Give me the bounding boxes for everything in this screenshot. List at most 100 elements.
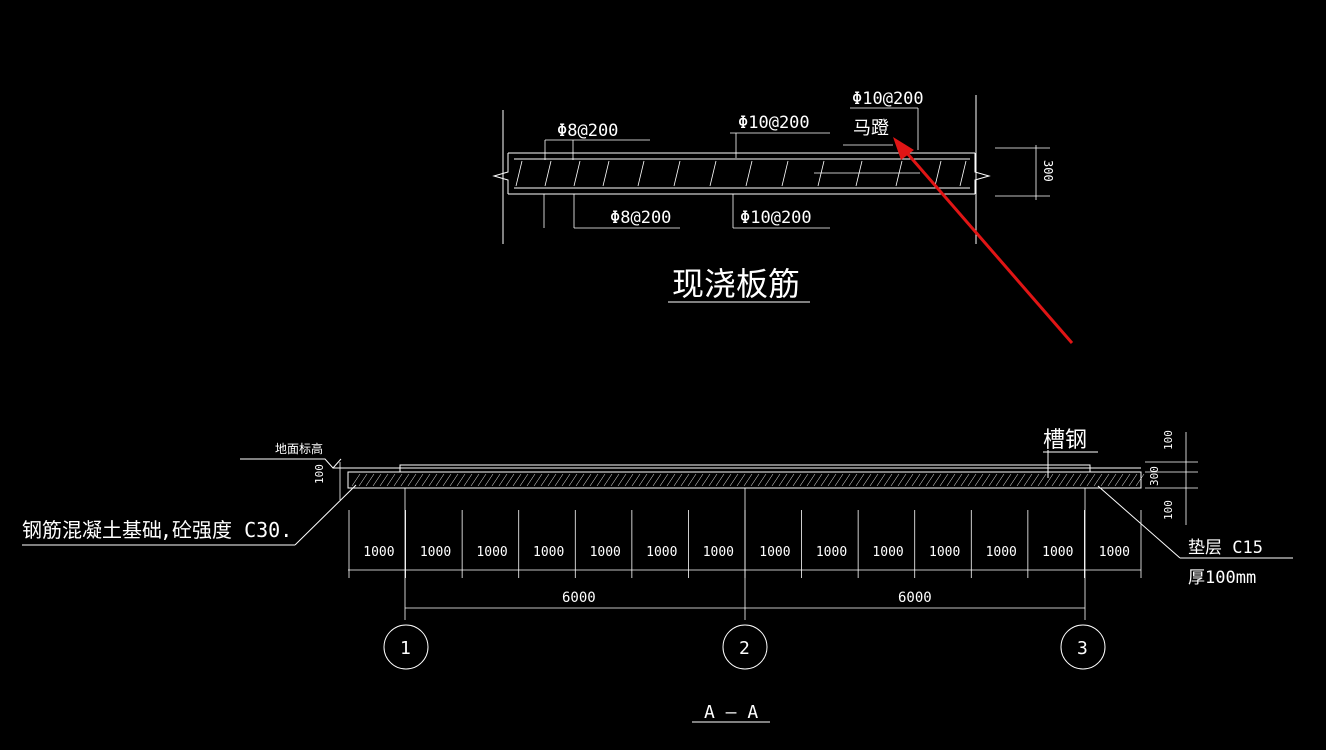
- hatch-stroke: [1135, 473, 1145, 487]
- rebar-label-top-mid: Φ10@200: [738, 113, 810, 133]
- hatch-stroke: [1107, 473, 1117, 487]
- hatch-stroke: [386, 473, 396, 487]
- hatch-stroke: [897, 473, 907, 487]
- hatch-stroke: [911, 473, 921, 487]
- hatch-stroke: [841, 473, 851, 487]
- hatch-stroke: [610, 473, 620, 487]
- hatch-stroke: [477, 473, 487, 487]
- chair-tick: [895, 160, 903, 187]
- axis-label-1: 1: [400, 638, 411, 659]
- hatch-stroke: [652, 473, 662, 487]
- ground-elevation-label: 地面标高: [275, 441, 323, 456]
- spacing-label: 1000: [1099, 545, 1130, 560]
- hatch-stroke: [855, 473, 865, 487]
- spacing-label: 1000: [533, 545, 564, 560]
- hatch-stroke: [638, 473, 648, 487]
- hatch-stroke: [666, 473, 676, 487]
- rebar-label-bottom-left: Φ8@200: [610, 208, 671, 228]
- hatch-stroke: [428, 473, 438, 487]
- hatch-stroke: [442, 473, 452, 487]
- hatch-stroke: [1100, 473, 1110, 487]
- hatch-stroke: [750, 473, 760, 487]
- hatch-stroke: [1044, 473, 1054, 487]
- hatch-stroke: [925, 473, 935, 487]
- hatch-stroke: [582, 473, 592, 487]
- hatch-stroke: [834, 473, 844, 487]
- concrete-hatch: [351, 473, 1145, 487]
- hatch-stroke: [351, 473, 361, 487]
- hatch-stroke: [596, 473, 606, 487]
- right-dim-label-3: 100: [1162, 500, 1175, 520]
- hatch-stroke: [421, 473, 431, 487]
- hatch-stroke: [967, 473, 977, 487]
- hatch-stroke: [1030, 473, 1040, 487]
- hatch-stroke: [400, 473, 410, 487]
- hatch-stroke: [785, 473, 795, 487]
- hatch-stroke: [1009, 473, 1019, 487]
- axis-label-3: 3: [1077, 638, 1088, 659]
- hatch-stroke: [512, 473, 522, 487]
- hatch-stroke: [757, 473, 767, 487]
- hatch-stroke: [1037, 473, 1047, 487]
- hatch-stroke: [1128, 473, 1138, 487]
- hatch-stroke: [715, 473, 725, 487]
- spacing-label: 1000: [929, 545, 960, 560]
- hatch-stroke: [1114, 473, 1124, 487]
- hatch-stroke: [974, 473, 984, 487]
- hatch-stroke: [484, 473, 494, 487]
- hatch-stroke: [533, 473, 543, 487]
- chair-tick: [709, 160, 717, 187]
- hatch-stroke: [414, 473, 424, 487]
- span-label-1: 6000: [562, 590, 596, 606]
- red-annotation-arrow: [893, 137, 1074, 344]
- foundation-note-1: 钢筋混凝土基础: [22, 518, 162, 542]
- rebar-label-top-right: Φ10@200: [852, 89, 924, 109]
- hatch-stroke: [540, 473, 550, 487]
- rebar-label-top-left: Φ8@200: [557, 121, 618, 141]
- hatch-stroke: [498, 473, 508, 487]
- hatch-stroke: [687, 473, 697, 487]
- hatch-stroke: [505, 473, 515, 487]
- right-dim-label-1: 100: [1162, 430, 1175, 450]
- chair-tick: [745, 160, 753, 187]
- chair-tick: [573, 160, 581, 187]
- spacing-label: 1000: [872, 545, 903, 560]
- hatch-stroke: [1058, 473, 1068, 487]
- hatch-stroke: [624, 473, 634, 487]
- hatch-stroke: [848, 473, 858, 487]
- axis-bubble-2: [722, 624, 768, 670]
- hatch-stroke: [694, 473, 704, 487]
- foundation-note-2: ,砼强度 C30.: [160, 518, 292, 542]
- hatch-stroke: [1086, 473, 1096, 487]
- spacing-label: 1000: [476, 545, 507, 560]
- hatch-stroke: [1023, 473, 1033, 487]
- hatch-stroke: [1072, 473, 1082, 487]
- hatch-stroke: [799, 473, 809, 487]
- hatch-stroke: [519, 473, 529, 487]
- hatch-stroke: [659, 473, 669, 487]
- hatch-stroke: [645, 473, 655, 487]
- slab-chair-ticks: [515, 160, 967, 187]
- chair-label: 马蹬: [853, 118, 889, 139]
- hatch-stroke: [407, 473, 417, 487]
- chair-tick: [959, 160, 967, 187]
- hatch-stroke: [876, 473, 886, 487]
- hatch-stroke: [1121, 473, 1131, 487]
- channel-steel-label: 槽钢: [1043, 428, 1087, 453]
- rebar-label-bottom-mid: Φ10@200: [740, 208, 812, 228]
- hatch-stroke: [953, 473, 963, 487]
- hatch-stroke: [778, 473, 788, 487]
- chair-tick: [817, 160, 825, 187]
- hatch-stroke: [869, 473, 879, 487]
- cushion-label-1: 垫层 C15: [1188, 538, 1263, 558]
- hatch-stroke: [547, 473, 557, 487]
- hatch-stroke: [729, 473, 739, 487]
- hatch-stroke: [617, 473, 627, 487]
- foundation-leader: [294, 484, 357, 546]
- red-arrow-shaft: [898, 144, 1074, 344]
- hatch-stroke: [736, 473, 746, 487]
- channel-steel: [399, 464, 1091, 473]
- hatch-stroke: [561, 473, 571, 487]
